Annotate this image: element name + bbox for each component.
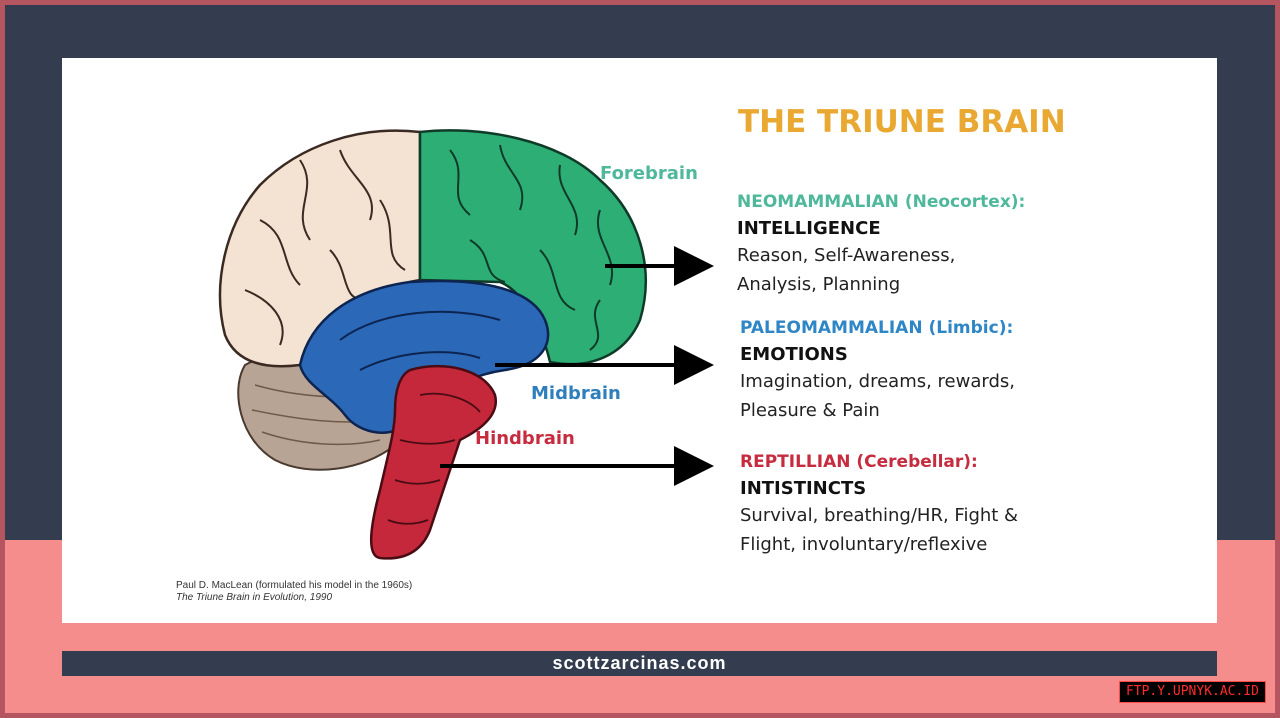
- section-subheading: INTISTINCTS: [740, 478, 867, 499]
- footer-site-link[interactable]: scottzarcinas.com: [62, 651, 1217, 676]
- section-heading: REPTILLIAN (Cerebellar):: [740, 452, 978, 472]
- section-heading: NEOMAMMALIAN (Neocortex):: [737, 192, 1026, 212]
- forebrain-label: Forebrain: [600, 163, 698, 184]
- hindbrain-label: Hindbrain: [475, 428, 575, 449]
- reptillian-section: REPTILLIAN (Cerebellar): INTISTINCTS Sur…: [740, 452, 1180, 559]
- diagram-title: THE TRIUNE BRAIN: [738, 104, 1066, 140]
- section-description-1: Survival, breathing/HR, Fight &: [740, 505, 1019, 526]
- hindbrain-region: [369, 364, 498, 560]
- citation-book: The Triune Brain in Evolution, 1990: [176, 592, 333, 603]
- section-subheading: EMOTIONS: [740, 344, 848, 365]
- section-description-1: Imagination, dreams, rewards,: [740, 371, 1015, 392]
- midbrain-label: Midbrain: [531, 383, 621, 404]
- section-heading: PALEOMAMMALIAN (Limbic):: [740, 318, 1014, 338]
- citation: Paul D. MacLean (formulated his model in…: [176, 580, 412, 604]
- citation-author: Paul D. MacLean (formulated his model in…: [176, 580, 413, 591]
- paleomammalian-section: PALEOMAMMALIAN (Limbic): EMOTIONS Imagin…: [740, 318, 1180, 425]
- section-description-2: Pleasure & Pain: [740, 400, 880, 421]
- section-description-2: Analysis, Planning: [737, 274, 901, 295]
- watermark-badge: FTP.Y.UPNYK.AC.ID: [1118, 681, 1266, 703]
- section-description-1: Reason, Self-Awareness,: [737, 245, 956, 266]
- section-subheading: INTELLIGENCE: [737, 218, 881, 239]
- neomammalian-section: NEOMAMMALIAN (Neocortex): INTELLIGENCE R…: [737, 192, 1177, 299]
- section-description-2: Flight, involuntary/reflexive: [740, 534, 988, 555]
